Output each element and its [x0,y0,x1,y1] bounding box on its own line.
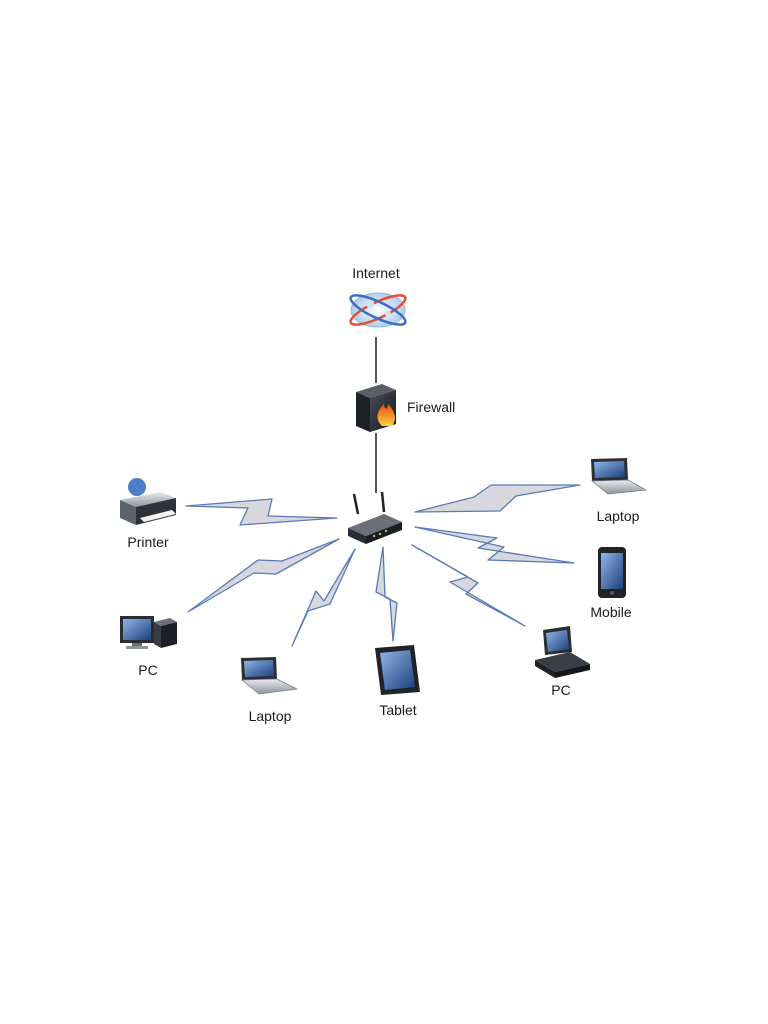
wireless-link-laptop-right [414,484,581,513]
wireless-link-mobile [414,526,575,564]
printer-icon [120,478,176,525]
laptop-right-node: Laptop [590,458,648,524]
desktop-computer-icon [535,626,590,678]
mobile-phone-icon [598,547,626,598]
tablet-icon [375,645,420,695]
laptop-bottom-label: Laptop [249,708,292,724]
laptop-bottom-node: Laptop [240,657,299,724]
wireless-link-laptop-bottom [291,548,356,647]
globe-cloud-icon [349,292,407,328]
pc-right-node: PC [535,626,590,698]
printer-label: Printer [127,534,169,550]
laptop-right-label: Laptop [597,508,640,524]
pc-right-label: PC [551,682,570,698]
wireless-link-pc-right [411,544,526,627]
wireless-link-pc-left [187,538,340,613]
wireless-link-tablet [375,546,398,642]
tablet-label: Tablet [379,702,416,718]
laptop-icon [240,657,299,695]
pc-left-node: PC [120,616,177,678]
wireless-links [185,484,581,647]
mobile-label: Mobile [590,604,631,620]
firewall-node: Firewall [356,384,455,432]
firewall-label: Firewall [407,399,455,415]
internet-label: Internet [352,265,400,281]
firewall-icon [356,384,396,432]
desktop-computer-icon [120,616,177,649]
tablet-node: Tablet [375,645,420,718]
pc-left-label: PC [138,662,157,678]
wireless-router-icon [348,491,402,544]
mobile-node: Mobile [590,547,632,620]
wireless-link-printer [185,498,338,526]
internet-node: Internet [349,265,407,328]
printer-node: Printer [120,478,176,550]
laptop-icon [590,458,648,495]
